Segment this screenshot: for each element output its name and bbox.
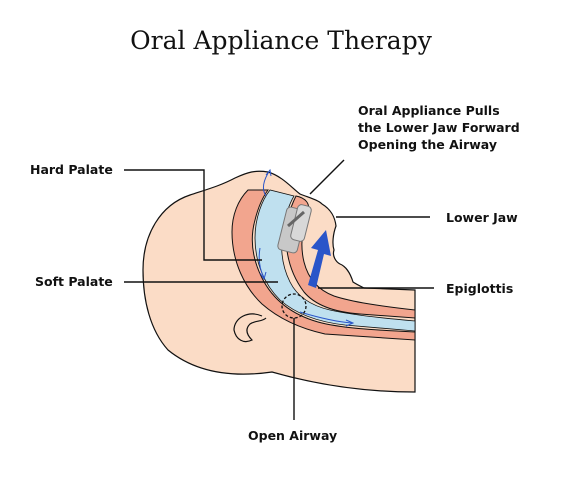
hard-palate-label: Hard Palate	[30, 162, 113, 177]
hard-palate-leader	[124, 169, 262, 261]
ear	[233, 313, 267, 343]
airflow-arrow-airway	[299, 311, 353, 324]
airflow-arrow-mid	[258, 247, 265, 279]
lower-jaw-label: Lower Jaw	[446, 210, 518, 225]
open-airway-label: Open Airway	[248, 428, 338, 443]
forward-arrow	[308, 230, 331, 288]
diagram-title: Oral Appliance Therapy	[130, 26, 432, 55]
soft-palate-label: Soft Palate	[35, 274, 113, 289]
appliance-leader	[309, 159, 345, 195]
epiglottis-label: Epiglottis	[446, 281, 514, 296]
palate-tissue	[231, 189, 416, 341]
oral-appliance	[277, 204, 312, 254]
appliance-label: Oral Appliance Pulls the Lower Jaw Forwa…	[358, 103, 520, 152]
open-airway-circle	[281, 293, 307, 319]
